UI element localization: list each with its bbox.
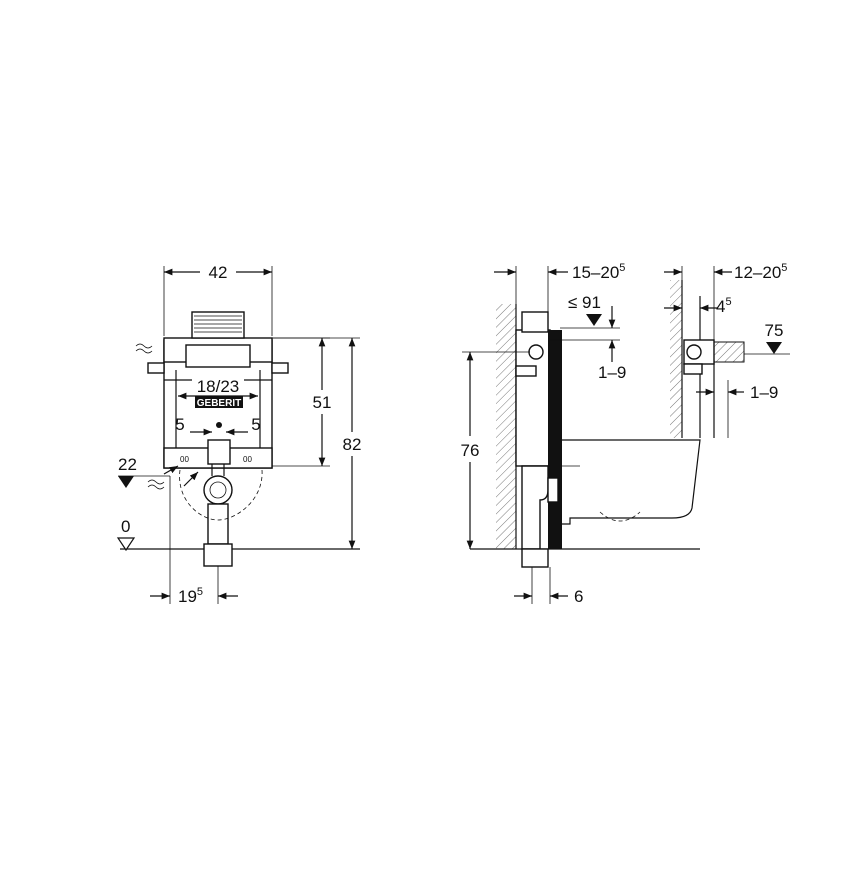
- dim-pan-height: 76: [461, 441, 480, 460]
- detail-hatch-block: [713, 341, 745, 363]
- dim-offset-left: 5: [175, 415, 184, 434]
- actuator-plate: [185, 344, 251, 368]
- dim-detail-adjust: 1–9: [750, 383, 778, 402]
- dim-detail-depth: 12–205: [734, 262, 787, 282]
- side-cistern: [521, 311, 549, 333]
- front-panel: [548, 330, 562, 549]
- dim-detail-gap: 45: [716, 296, 732, 316]
- dim-wall-offset: 6: [574, 587, 583, 606]
- detail-view: 12–205 45 75 1–9: [664, 262, 790, 438]
- dim-bowl-height: ≤ 91: [568, 293, 601, 312]
- drain-pipe: [203, 439, 233, 567]
- level-0-label: 0: [121, 517, 130, 536]
- dim-drain-offset: 195: [178, 586, 203, 606]
- level-triangle-icon: [766, 342, 782, 354]
- center-mark: [216, 422, 222, 428]
- bolt-mark-left: 00: [180, 455, 189, 464]
- level-triangle-icon: [116, 537, 136, 552]
- level-triangle-icon: [586, 314, 602, 326]
- dim-offset-right: 5: [251, 415, 260, 434]
- side-valve: [528, 344, 544, 360]
- side-view: 15–205 ≤ 91 1–9 76 6: [461, 262, 701, 606]
- dim-side-depth: 15–205: [572, 262, 625, 282]
- side-drain: [521, 465, 549, 550]
- detail-wall-hatch: [670, 280, 682, 438]
- cistern-cover: [191, 311, 245, 339]
- bolt-mark-right: 00: [243, 455, 252, 464]
- dim-side-adjust: 1–9: [598, 363, 626, 382]
- wall-hatch: [496, 304, 516, 549]
- right-bracket: [271, 362, 289, 374]
- dim-detail-height: 75: [765, 321, 784, 340]
- level-22-label: 22: [118, 455, 137, 474]
- dim-width: 42: [209, 263, 228, 282]
- left-bracket: [147, 362, 165, 374]
- dim-total-height: 82: [343, 435, 362, 454]
- water-wave-icon: [135, 343, 153, 354]
- front-view: 00 00 GEBERIT 42 51 82: [116, 263, 362, 606]
- dim-frame-height: 51: [313, 393, 332, 412]
- level-triangle-icon: [118, 476, 134, 488]
- water-wave-icon: [147, 479, 165, 490]
- toilet-bowl: [562, 439, 701, 525]
- bowl-outline: [179, 469, 263, 521]
- dim-flange: 18/23: [197, 377, 240, 396]
- brand-label: GEBERIT: [197, 398, 241, 409]
